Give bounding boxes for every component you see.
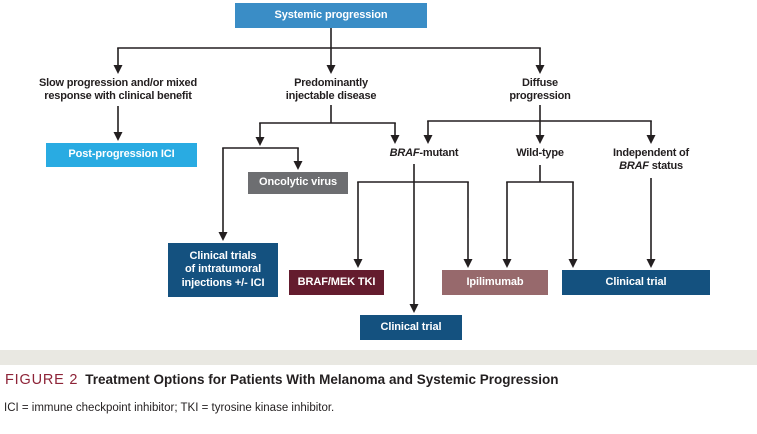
label-diffuse-progression: Diffuse progression <box>509 77 571 102</box>
node-label: Ipilimumab <box>466 275 524 288</box>
figure-number: FIGURE 2 <box>5 372 79 388</box>
edge-oncolytic-intratumoral-split <box>218 147 303 241</box>
node-braf-mek-tki: BRAF/MEK TKI <box>289 270 384 295</box>
flowchart-connectors <box>113 28 656 313</box>
edge-diffuse-split <box>423 105 656 144</box>
node-clinical-trial-right: Clinical trial <box>562 270 710 295</box>
figure-caption: FIGURE 2 Treatment Options for Patients W… <box>5 371 752 389</box>
divider-band <box>0 350 757 365</box>
node-label: Oncolytic virus <box>259 176 337 189</box>
edge-slow-to-ici <box>113 106 123 141</box>
edge-root-split <box>113 28 545 74</box>
label-slow-progression: Slow progression and/or mixed response w… <box>38 77 197 102</box>
edge-braf-mutant-split <box>353 164 473 313</box>
label-braf-mutant: BRAF-mutant <box>389 147 459 159</box>
node-label: Post-progression ICI <box>68 148 175 161</box>
node-ipilimumab: Ipilimumab <box>442 270 548 295</box>
label-independent-braf-status: Independent of BRAF status <box>612 147 690 172</box>
edge-wild-type-split <box>502 165 578 268</box>
figure-footnote: ICI = immune checkpoint inhibitor; TKI =… <box>4 402 335 414</box>
node-label: Clinical trial <box>605 275 667 288</box>
label-wild-type: Wild-type <box>516 147 564 159</box>
figure-title: Treatment Options for Patients With Mela… <box>85 372 559 387</box>
node-label: Clinical trial <box>380 320 442 333</box>
node-clinical-trial-bottom: Clinical trial <box>360 315 462 340</box>
node-systemic-progression: Systemic progression <box>235 3 427 28</box>
edge-injectable-split <box>255 105 400 146</box>
node-oncolytic-virus: Oncolytic virus <box>248 172 348 194</box>
label-predominantly-injectable: Predominantly injectable disease <box>285 77 377 102</box>
node-label: BRAF/MEK TKI <box>297 275 376 288</box>
node-post-progression-ici: Post-progression ICI <box>46 143 197 167</box>
gene-braf: BRAF <box>619 160 649 172</box>
edge-independent-to-trial <box>646 178 656 268</box>
node-intratumoral-trials: Clinical trials of intratumoral injectio… <box>168 243 278 297</box>
node-label: Systemic progression <box>274 8 388 21</box>
gene-braf: BRAF <box>389 147 420 159</box>
